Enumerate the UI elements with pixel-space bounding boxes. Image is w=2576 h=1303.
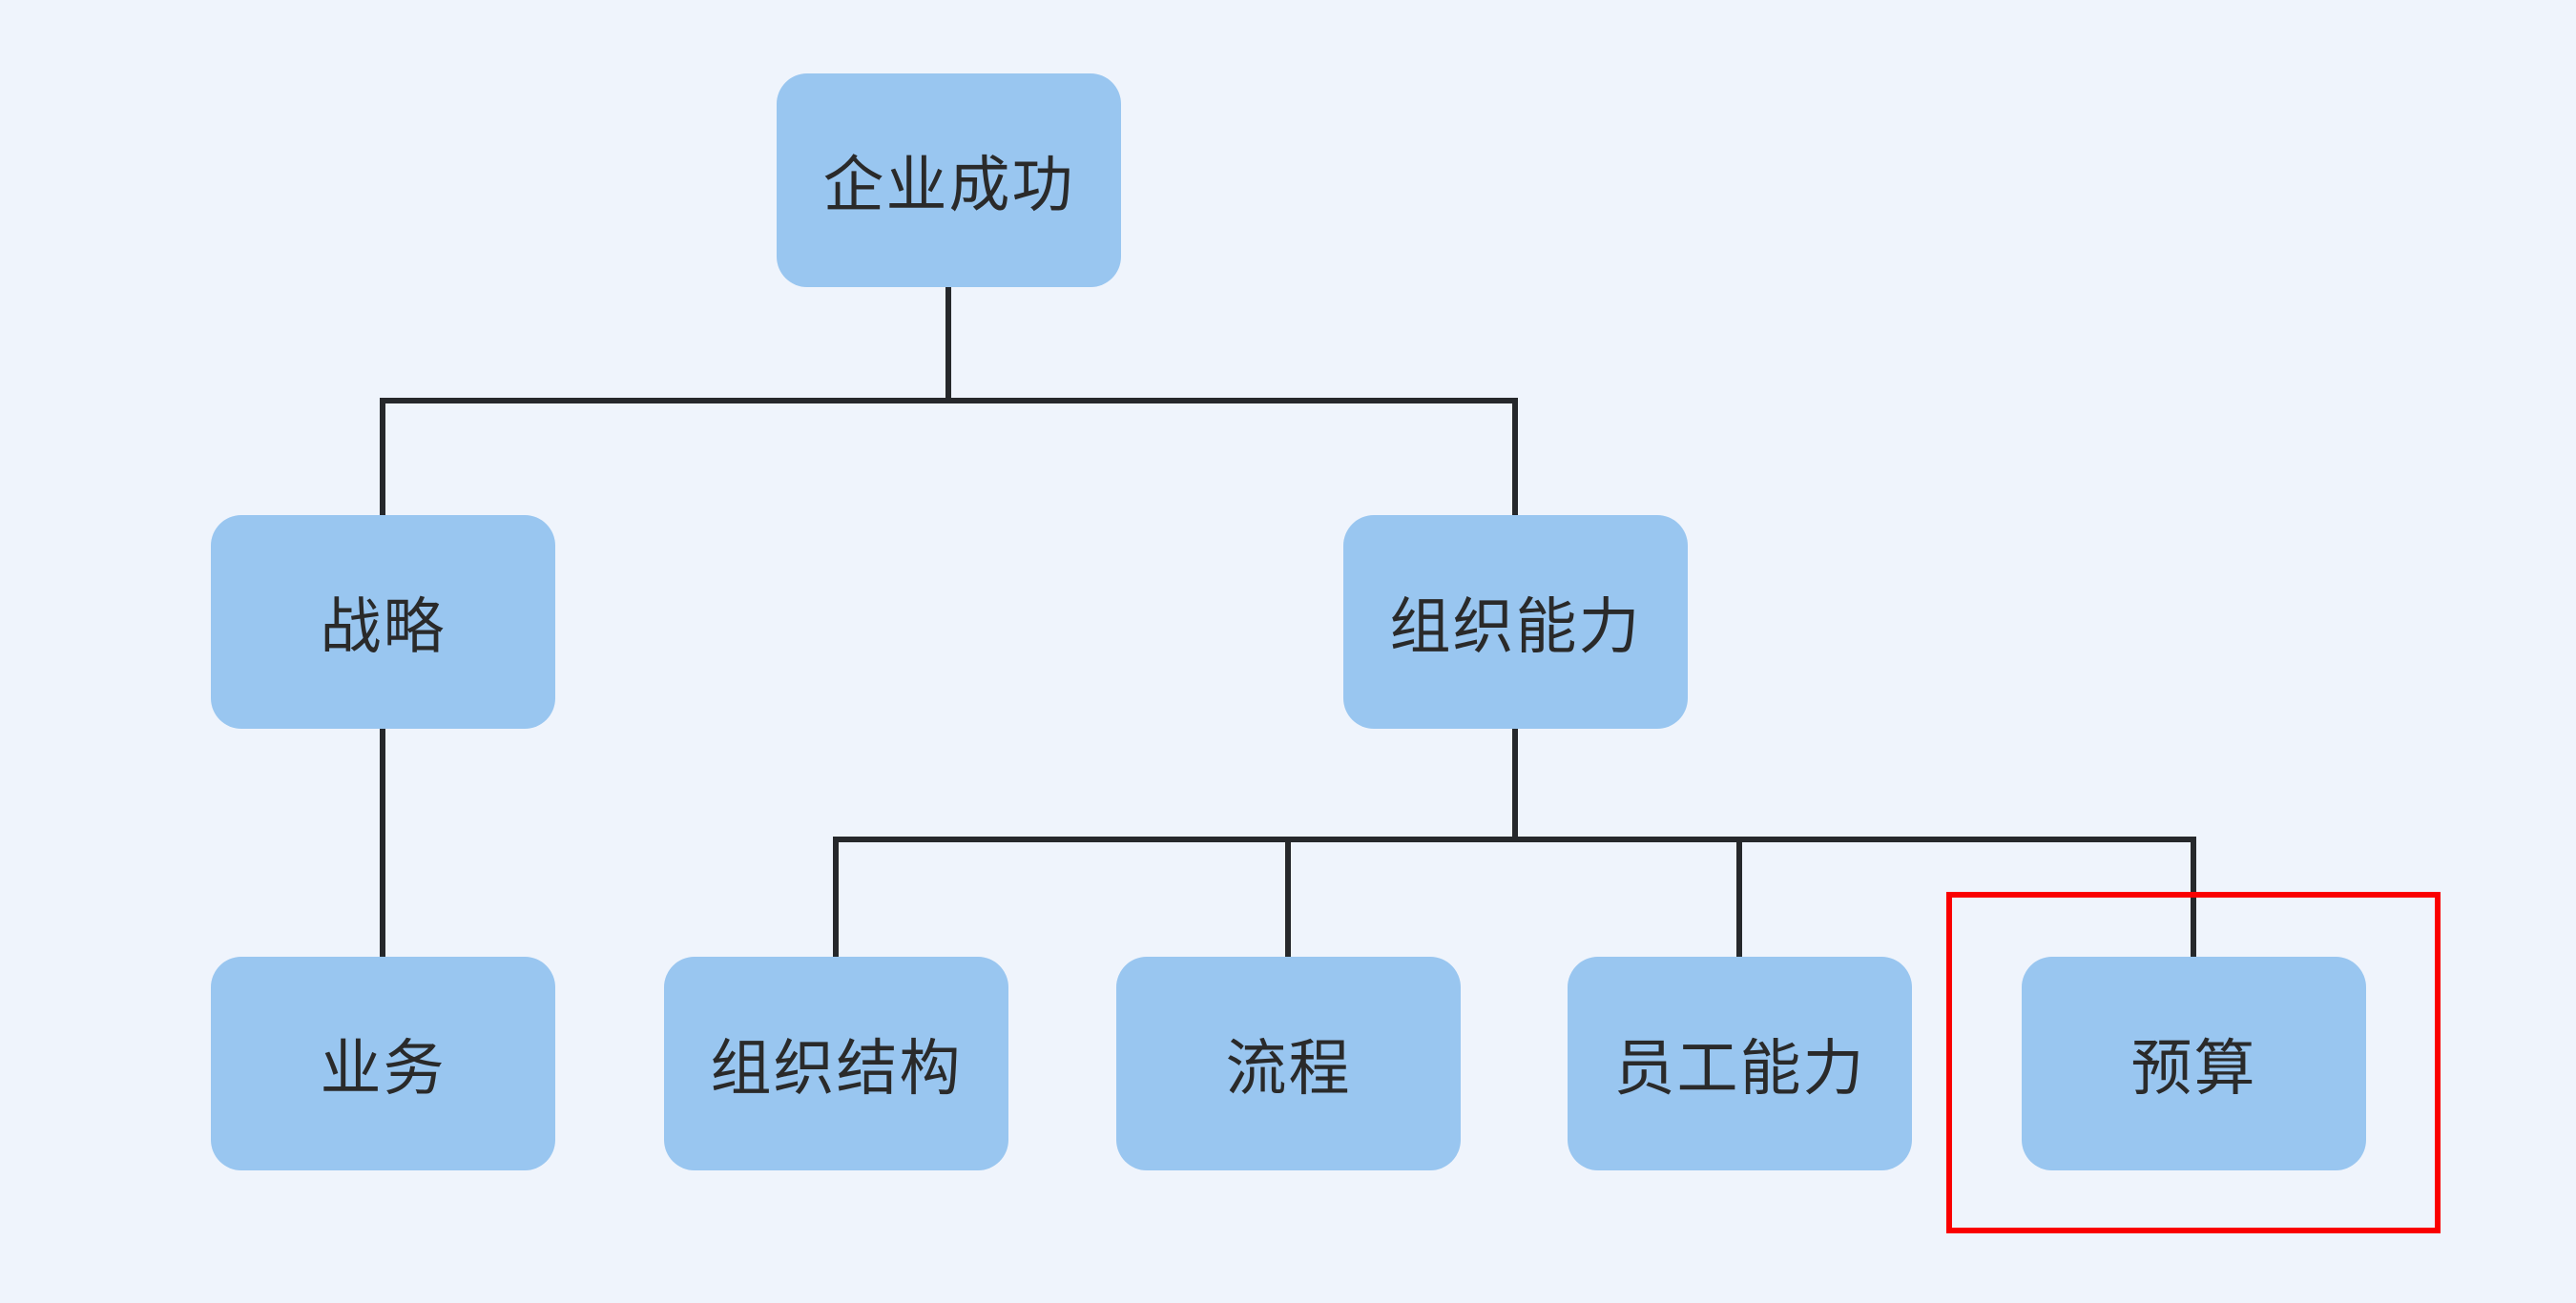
node-label: 流程 — [1225, 1034, 1352, 1103]
node-label: 企业成功 — [822, 151, 1075, 219]
highlight-rectangle — [1946, 892, 2441, 1233]
connector-org-structure-drop — [833, 837, 839, 957]
connector-employee-capability-drop — [1736, 837, 1742, 957]
node-label: 组织结构 — [710, 1034, 963, 1103]
node-org-capability[interactable]: 组织能力 — [1343, 515, 1688, 729]
node-enterprise-success[interactable]: 企业成功 — [777, 73, 1121, 287]
connector-level3-rail — [833, 837, 2196, 842]
connector-org-capability-drop — [1512, 398, 1518, 515]
connector-process-drop — [1285, 837, 1291, 957]
connector-business-drop — [380, 728, 385, 957]
node-label: 预算 — [2130, 1034, 2257, 1103]
node-label: 组织能力 — [1389, 592, 1642, 661]
node-label: 业务 — [320, 1034, 447, 1103]
node-strategy[interactable]: 战略 — [211, 515, 555, 729]
connector-level2-rail — [380, 398, 1518, 403]
node-process[interactable]: 流程 — [1116, 957, 1461, 1170]
node-org-structure[interactable]: 组织结构 — [664, 957, 1008, 1170]
node-employee-capability[interactable]: 员工能力 — [1568, 957, 1912, 1170]
connector-strategy-drop — [380, 398, 385, 515]
connector-root-drop — [945, 286, 951, 403]
node-label: 战略 — [320, 592, 447, 661]
node-label: 员工能力 — [1613, 1034, 1866, 1103]
connector-org-capability-stem — [1512, 728, 1518, 842]
node-budget[interactable]: 预算 — [2022, 957, 2366, 1170]
node-business[interactable]: 业务 — [211, 957, 555, 1170]
